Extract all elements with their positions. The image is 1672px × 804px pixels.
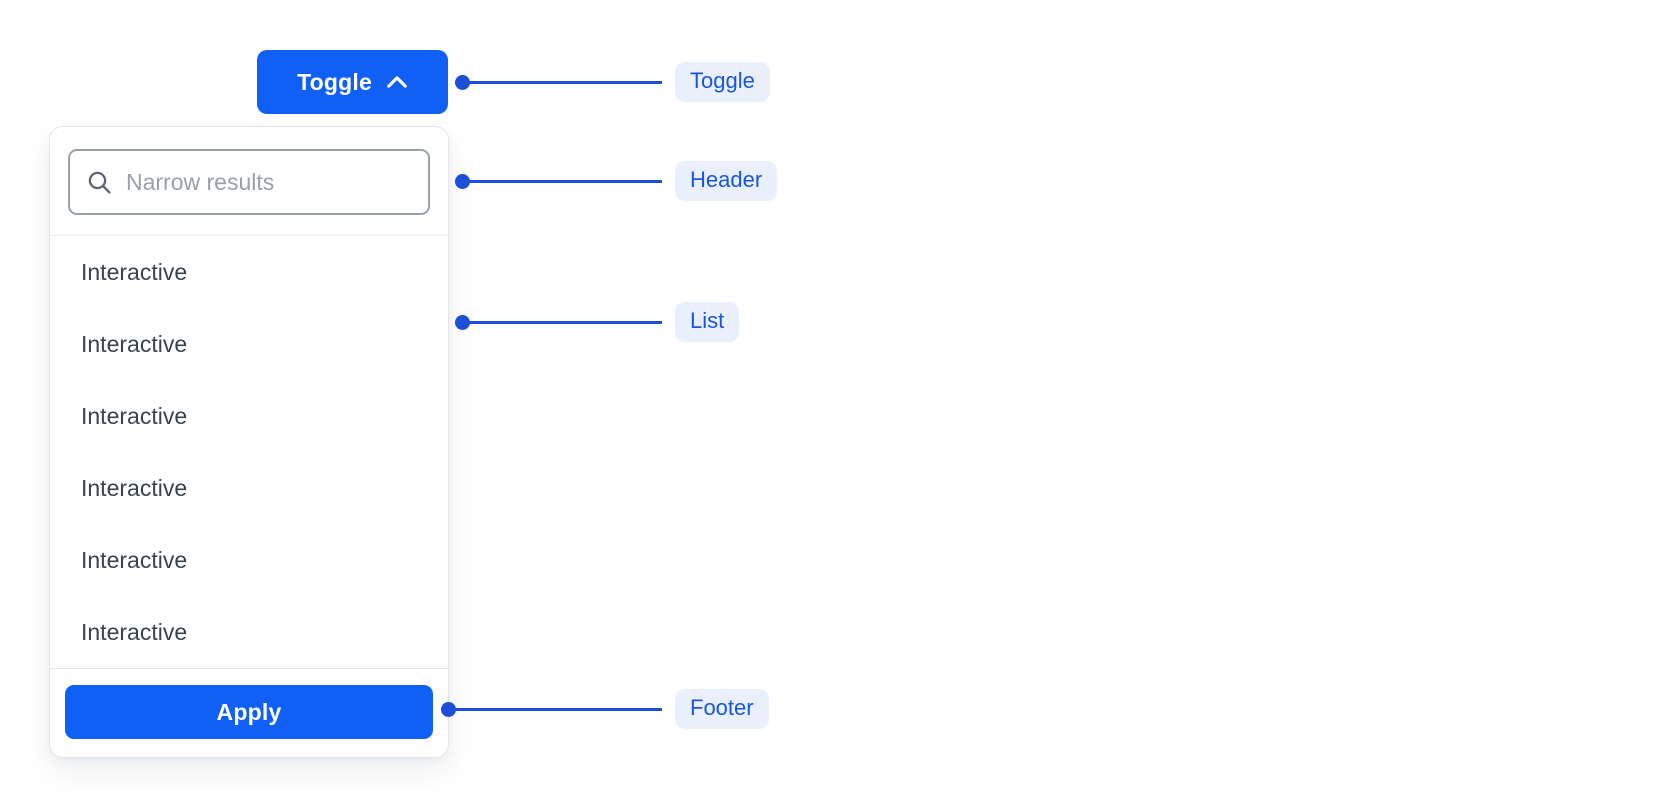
apply-button[interactable]: Apply [65,685,433,739]
annotation-dot [455,74,470,90]
annotation-badge-toggle: Toggle [675,62,770,102]
list-item[interactable]: Interactive [81,258,188,285]
dropdown-header [50,127,448,236]
search-box[interactable] [68,149,430,215]
dropdown-list: Interactive Interactive Interactive Inte… [50,236,448,668]
dropdown-panel: Interactive Interactive Interactive Inte… [49,126,449,758]
toggle-button[interactable]: Toggle [257,50,448,114]
annotation-line [469,80,662,84]
annotation-badge-header: Header [675,161,778,201]
annotation-dot [455,173,470,189]
annotation-badge-list: List [675,302,740,342]
annotation-dot [441,701,456,717]
list-item[interactable]: Interactive [81,546,188,573]
annotation-line [469,179,662,183]
dropdown-footer: Apply [50,668,448,757]
list-item[interactable]: Interactive [81,618,188,645]
annotation-list: List [455,302,740,342]
list-item[interactable]: Interactive [81,474,188,501]
annotation-header: Header [455,161,778,201]
list-item[interactable]: Interactive [81,330,188,357]
toggle-button-label: Toggle [297,68,372,95]
annotation-toggle: Toggle [455,62,770,102]
annotation-line [469,320,662,324]
annotation-line [455,707,662,711]
chevron-up-icon [386,75,408,89]
search-icon [86,169,113,196]
search-input[interactable] [126,168,412,196]
annotation-dot [455,314,470,330]
annotation-footer: Footer [441,689,769,729]
annotation-badge-footer: Footer [675,689,769,729]
list-item[interactable]: Interactive [81,402,188,429]
